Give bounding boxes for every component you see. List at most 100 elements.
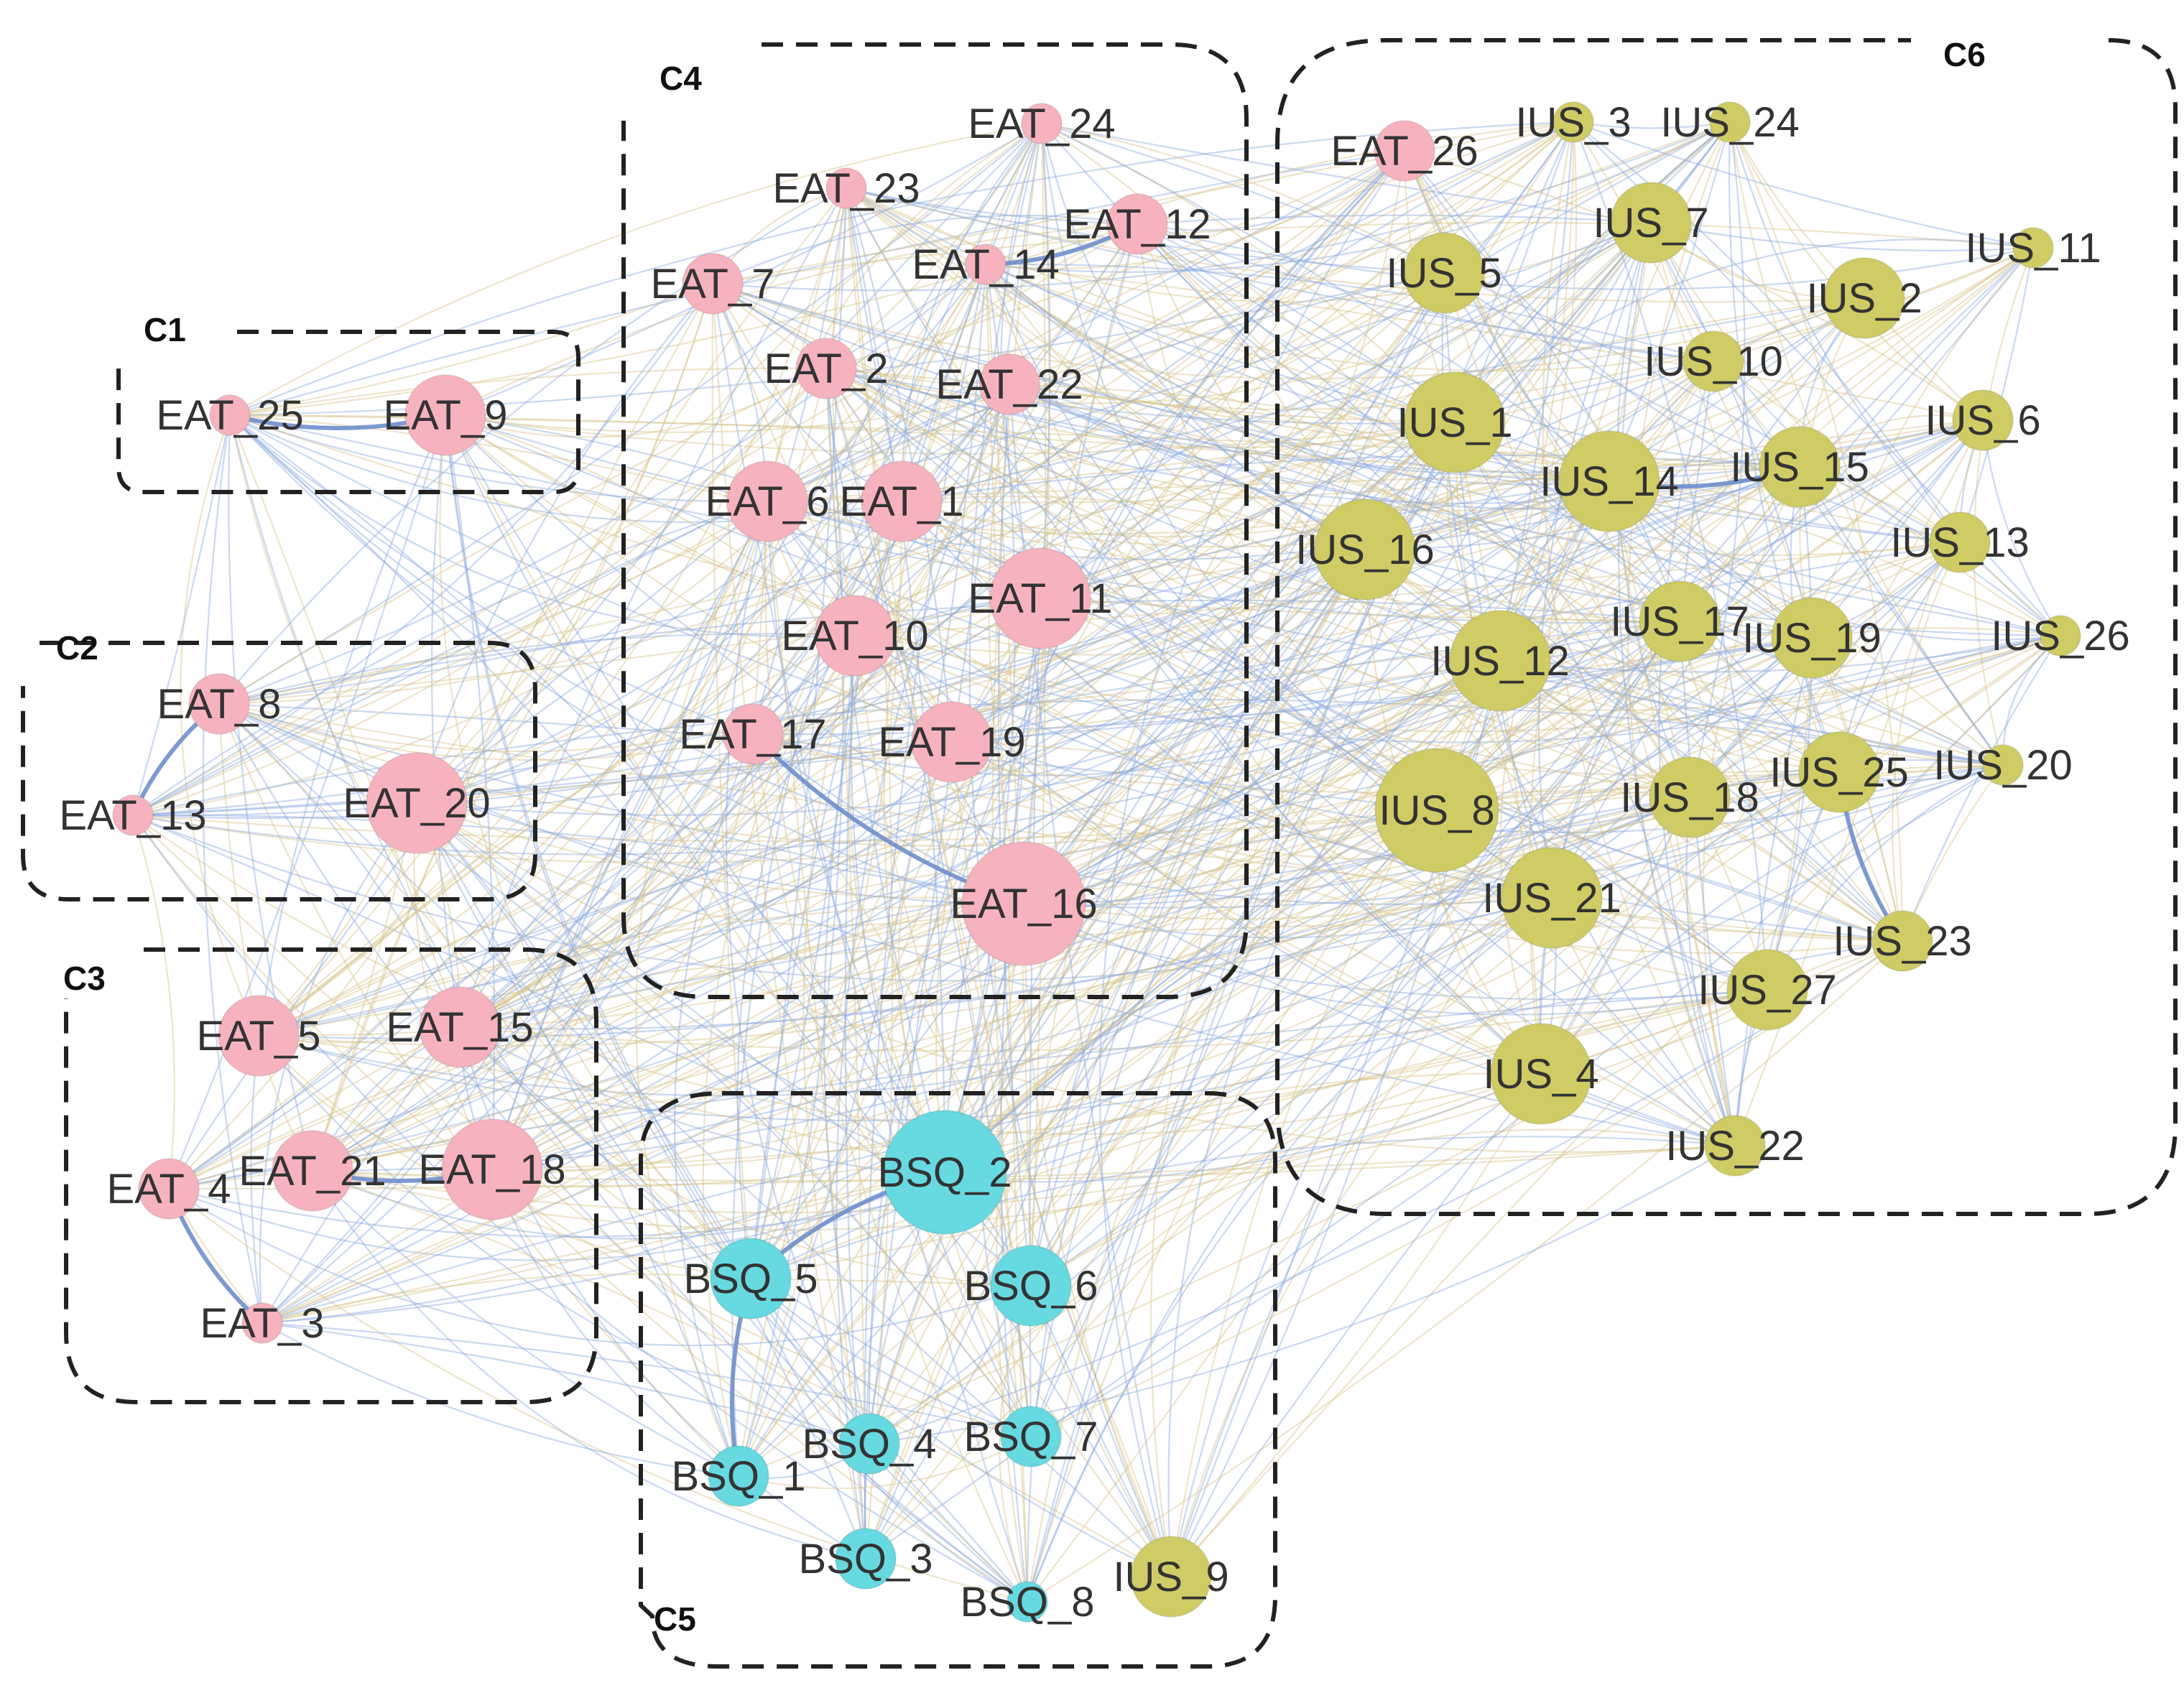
- edge: [416, 501, 902, 804]
- node-label-eat-9: EAT_9: [383, 392, 507, 439]
- node-label-bsq-7: BSQ_7: [964, 1414, 1098, 1460]
- node-eat-14: [965, 244, 1007, 285]
- node-label-bsq-2: BSQ_2: [878, 1149, 1012, 1196]
- edge: [1137, 223, 1610, 483]
- edge: [416, 802, 945, 1173]
- edge: [1170, 771, 1840, 1577]
- edge: [752, 733, 1768, 1016]
- edge: [767, 500, 2004, 766]
- edge: [258, 902, 1024, 1037]
- edge: [459, 384, 1011, 1028]
- edge: [1026, 121, 1575, 1603]
- edge: [218, 703, 260, 1037]
- edge: [312, 419, 1984, 1172]
- node-label-ius-17: IUS_17: [1610, 598, 1749, 645]
- edge: [853, 123, 1043, 636]
- edge: [1454, 238, 2034, 423]
- edge: [459, 297, 1865, 1028]
- edge: [1973, 247, 2035, 766]
- edge: [725, 501, 870, 1444]
- edge: [444, 414, 945, 1173]
- edge: [1499, 659, 2004, 766]
- node-ius-25: [1798, 731, 1880, 813]
- edge: [312, 637, 1813, 1172]
- edge: [168, 660, 1501, 1190]
- edge: [312, 121, 1731, 1172]
- edge: [1540, 771, 1840, 1075]
- node-bsq-4: [838, 1413, 900, 1475]
- edge: [825, 368, 1438, 811]
- edge: [712, 121, 1731, 292]
- edge: [997, 384, 1032, 1286]
- edge: [459, 764, 2004, 1029]
- edge: [825, 150, 1405, 370]
- edge: [901, 272, 1445, 503]
- edge: [935, 598, 1041, 1173]
- node-label-bsq-8: BSQ_8: [961, 1579, 1095, 1626]
- node-label-eat-19: EAT_19: [878, 719, 1025, 766]
- node-label-ius-20: IUS_20: [1933, 742, 2072, 789]
- edge: [1009, 150, 1405, 386]
- edge: [1573, 121, 2034, 249]
- edge: [750, 1136, 1736, 1280]
- edge: [491, 465, 1800, 1170]
- edge: [991, 123, 1043, 1437]
- edge: [767, 247, 2034, 535]
- node-ius-23: [1871, 910, 1933, 972]
- edge: [738, 422, 1456, 1477]
- edge: [168, 501, 768, 1190]
- edge: [1649, 222, 1904, 942]
- edge: [218, 222, 1652, 705]
- edge: [258, 771, 1840, 1039]
- node-label-eat-8: EAT_8: [157, 681, 281, 728]
- node-bsq-5: [710, 1238, 792, 1320]
- edge: [1627, 121, 1736, 1146]
- edge: [1688, 121, 1746, 798]
- node-label-eat-18: EAT_18: [418, 1146, 565, 1193]
- edge: [850, 635, 1032, 1437]
- edge: [1137, 223, 2034, 290]
- edge: [228, 414, 461, 1028]
- edge: [951, 548, 1366, 743]
- node-label-eat-20: EAT_20: [343, 780, 490, 827]
- edge: [218, 599, 1680, 705]
- edge: [1542, 121, 1736, 1146]
- edge: [1009, 383, 2004, 766]
- edge: [132, 659, 1501, 817]
- edge: [416, 802, 751, 1279]
- edge: [767, 121, 1731, 503]
- edge: [258, 634, 2061, 1037]
- edge: [459, 121, 1731, 1028]
- edge: [262, 264, 987, 1324]
- node-eat-20: [366, 752, 468, 854]
- edge: [168, 264, 986, 1190]
- node-label-ius-10: IUS_10: [1644, 338, 1782, 385]
- cluster-label-c6: C6: [1943, 36, 1986, 73]
- edge: [1766, 466, 1813, 991]
- edge: [1364, 549, 1768, 991]
- node-ius-26: [2040, 615, 2081, 657]
- node-label-ius-16: IUS_16: [1295, 527, 1434, 573]
- edge: [1099, 150, 1405, 1577]
- edge: [1443, 272, 1800, 468]
- edge: [1137, 223, 1840, 773]
- node-eat-10: [814, 595, 896, 677]
- edge: [846, 187, 1438, 811]
- edge: [767, 121, 1574, 502]
- edge: [132, 814, 1553, 982]
- edge: [846, 187, 1501, 662]
- edge: [944, 1072, 1542, 1174]
- edge: [996, 903, 1029, 1603]
- edge: [218, 703, 751, 1279]
- edge: [737, 264, 987, 1477]
- node-eat-22: [978, 353, 1040, 415]
- edge: [1026, 637, 1813, 1603]
- edge: [869, 940, 1903, 1445]
- edge: [767, 223, 1138, 502]
- edge: [1170, 247, 2034, 1577]
- edge: [1551, 764, 2004, 899]
- edge: [825, 367, 1680, 622]
- edge: [312, 1170, 866, 1560]
